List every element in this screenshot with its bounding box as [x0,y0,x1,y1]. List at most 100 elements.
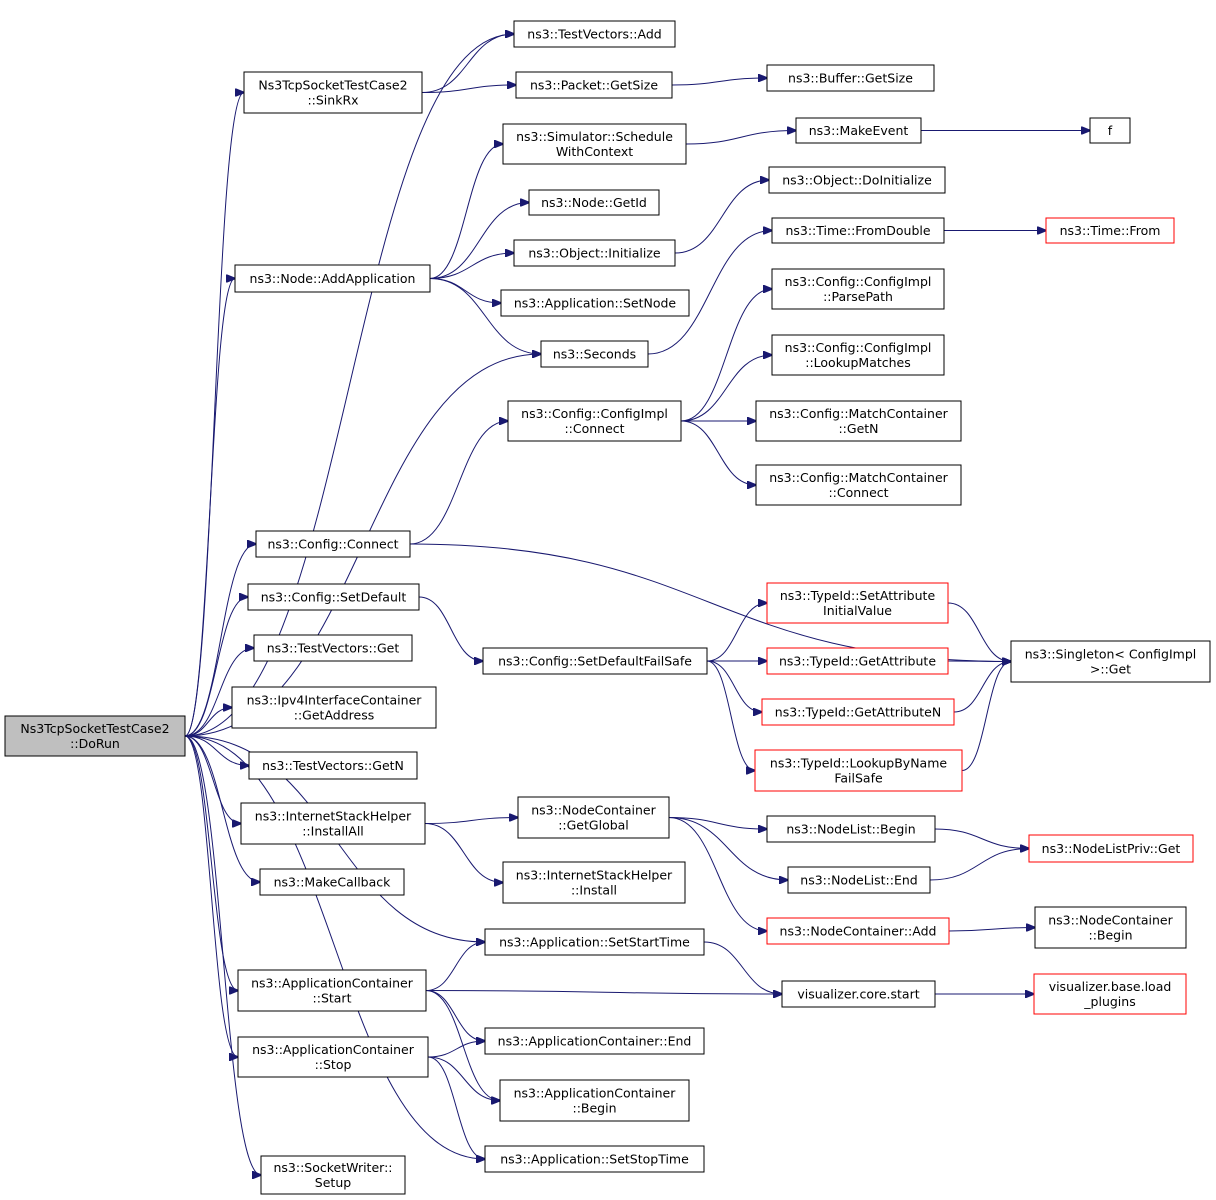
node-label: ns3::Node::AddApplication [250,271,416,286]
node-nc_getglobal[interactable]: ns3::NodeContainer::GetGlobal [517,796,670,839]
node-label: ::Connect [564,421,624,436]
node-cfg_lookup[interactable]: ns3::Config::ConfigImpl::LookupMatches [771,334,945,376]
edge-cfg_setdefault-to-cfg_setdefaultfs [418,596,483,661]
edge-ac_start-to-app_setstart [425,942,485,991]
edge-obj_init-to-obj_doinit [674,180,769,254]
node-nlpriv_get[interactable]: ns3::NodeListPriv::Get [1028,834,1194,863]
node-mc_getn[interactable]: ns3::Config::MatchContainer::GetN [755,400,962,442]
node-label: ::DoRun [70,736,120,751]
node-box [1010,640,1211,683]
edge-ac_stop-to-app_setstop [427,1056,485,1159]
node-label: FailSafe [834,771,883,786]
node-makecallback[interactable]: ns3::MakeCallback [259,868,405,896]
node-tv_get[interactable]: ns3::TestVectors::Get [253,634,413,662]
node-box [771,268,945,310]
node-tv_getn[interactable]: ns3::TestVectors::GetN [248,751,418,780]
node-viz_start[interactable]: visualizer.core.start [781,980,936,1008]
node-obj_doinit[interactable]: ns3::Object::DoInitialize [768,166,946,194]
node-label: ns3::MakeEvent [809,123,909,138]
node-label: ns3::NodeContainer::Add [780,924,937,939]
node-cfg_setdefault[interactable]: ns3::Config::SetDefault [247,583,420,611]
node-box [517,796,670,839]
node-label: ::GetAddress [294,708,374,723]
edge-ac_stop-to-ac_begin [427,1056,500,1101]
node-obj_init[interactable]: ns3::Object::Initialize [513,239,676,267]
node-label: ns3::Time::From [1060,223,1161,238]
edge-dorun-to-tv_add [184,34,514,737]
node-box [482,647,708,675]
edge-cfg_setdefaultfs-to-tid_lookup [706,660,755,771]
edge-pkt_size-to-buf_size [671,78,767,86]
node-nl_begin[interactable]: ns3::NodeList::Begin [766,815,936,843]
node-pkt_size[interactable]: ns3::Packet::GetSize [515,71,673,99]
edge-sinkrx-to-tv_add [421,34,514,93]
node-box [499,1079,690,1122]
node-buf_size[interactable]: ns3::Buffer::GetSize [766,64,935,92]
node-cfg_parse[interactable]: ns3::Config::ConfigImpl::ParsePath [771,268,945,310]
node-dorun[interactable]: Ns3TcpSocketTestCase2::DoRun [4,715,186,757]
node-viz_load[interactable]: visualizer.base.load_plugins [1033,973,1187,1015]
node-time_fromdouble[interactable]: ns3::Time::FromDouble [771,217,945,244]
node-box [243,71,423,114]
node-sw_setup[interactable]: ns3::SocketWriter::Setup [260,1155,406,1195]
node-tv_add[interactable]: ns3::TestVectors::Add [513,20,676,48]
node-nl_end[interactable]: ns3::NodeList::End [787,866,931,894]
node-box [513,20,676,48]
node-box [768,166,946,194]
node-ac_stop[interactable]: ns3::ApplicationContainer::Stop [237,1036,429,1078]
node-box [484,928,705,956]
node-ac_begin[interactable]: ns3::ApplicationContainer::Begin [499,1079,690,1122]
node-mc_connect[interactable]: ns3::Config::MatchContainer::Connect [755,464,962,506]
node-singleton_get[interactable]: ns3::Singleton< ConfigImpl >::Get [1010,640,1211,683]
node-box [771,217,945,244]
node-f[interactable]: f [1089,117,1131,144]
node-box [766,917,950,945]
node-ish_installall[interactable]: ns3::InternetStackHelper::InstallAll [240,802,426,845]
edge-dorun-to-ac_start [184,735,238,991]
edge-nl_begin-to-nlpriv_get [934,828,1029,849]
node-node_getid[interactable]: ns3::Node::GetId [528,189,660,216]
edge-dorun-to-makecallback [184,735,260,882]
node-box [761,698,955,726]
node-cfgimpl_connect[interactable]: ns3::Config::ConfigImpl::Connect [507,400,682,442]
node-tid_getattr[interactable]: ns3::TypeId::GetAttribute [766,647,949,675]
node-app_setstop[interactable]: ns3::Application::SetStopTime [484,1145,705,1173]
node-label: Ns3TcpSocketTestCase2 [20,721,169,736]
node-ac_end[interactable]: ns3::ApplicationContainer::End [484,1027,705,1055]
node-box [755,400,962,442]
edge-ish_installall-to-ish_install [424,823,503,883]
node-ish_install[interactable]: ns3::InternetStackHelper::Install [502,861,686,904]
node-sinkrx[interactable]: Ns3TcpSocketTestCase2::SinkRx [243,71,423,114]
node-tid_getattrn[interactable]: ns3::TypeId::GetAttributeN [761,698,955,726]
node-cfg_connect[interactable]: ns3::Config::Connect [255,530,411,558]
node-ipv4_getaddr[interactable]: ns3::Ipv4InterfaceContainer::GetAddress [231,686,437,729]
node-box [781,980,936,1008]
node-nc_add[interactable]: ns3::NodeContainer::Add [766,917,950,945]
edge-tid_lookup-to-singleton_get [961,662,1011,771]
node-label: ns3::Simulator::Schedule [516,129,673,144]
node-time_from[interactable]: ns3::Time::From [1045,217,1175,244]
node-node_addapp[interactable]: ns3::Node::AddApplication [234,264,431,293]
node-label: >::Get [1090,662,1131,677]
node-label: ns3::Config::SetDefault [261,590,407,605]
node-nc_begin[interactable]: ns3::NodeContainer::Begin [1034,906,1187,949]
node-label: ns3::ApplicationContainer [251,976,414,991]
node-label: ns3::Application::SetStopTime [500,1152,689,1167]
node-box [502,861,686,904]
node-app_setstart[interactable]: ns3::Application::SetStartTime [484,928,705,956]
node-cfg_setdefaultfs[interactable]: ns3::Config::SetDefaultFailSafe [482,647,708,675]
node-box [771,334,945,376]
node-makeevent[interactable]: ns3::MakeEvent [795,117,922,144]
node-box [237,1036,429,1078]
node-box [247,583,420,611]
edge-dorun-to-sinkrx [184,93,244,737]
node-label: ns3::TypeId::LookupByName [770,756,947,771]
node-app_setnode[interactable]: ns3::Application::SetNode [500,289,690,317]
node-seconds[interactable]: ns3::Seconds [540,340,649,368]
node-ac_start[interactable]: ns3::ApplicationContainer::Start [237,969,427,1012]
node-label: ::Begin [1088,928,1132,943]
node-box [1028,834,1194,863]
